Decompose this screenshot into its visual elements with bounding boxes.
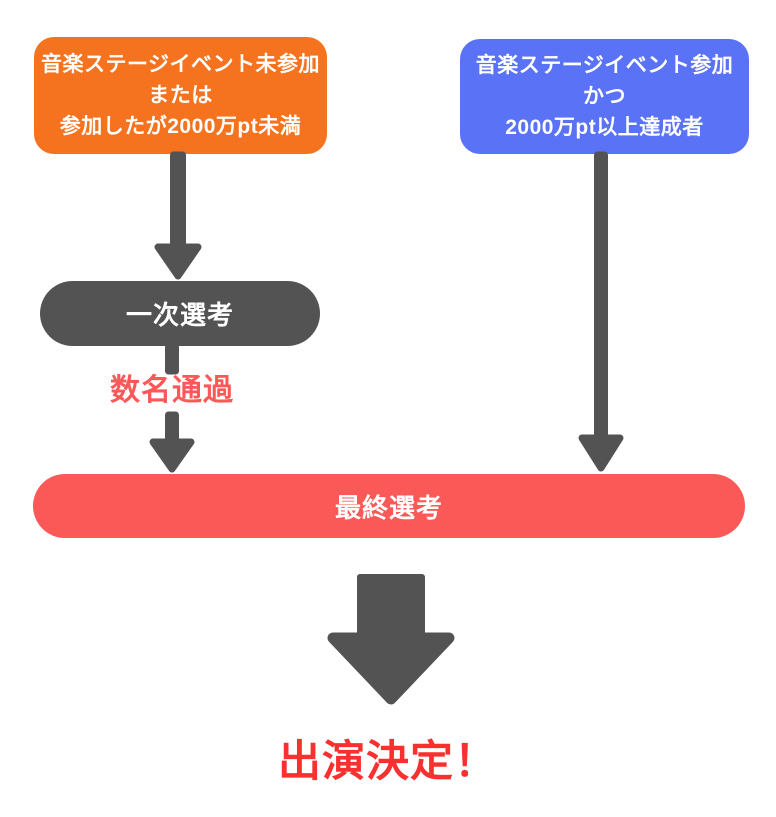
- down-arrow-icon-right: [578, 151, 624, 472]
- result-text: 出演決定！: [278, 738, 498, 786]
- down-arrow-icon-left-top: [154, 151, 202, 280]
- condition-line: 音楽ステージイベント未参加: [40, 53, 321, 76]
- condition-line: かつ: [583, 85, 626, 108]
- primary-selection-pill: 一次選考: [40, 281, 320, 346]
- pass-count-label: 数名通過: [110, 374, 234, 407]
- condition-line: 2000万pt以上達成者: [505, 116, 704, 139]
- condition-box-participated: 音楽ステージイベント参加 かつ 2000万pt以上達成者: [460, 39, 749, 154]
- primary-selection-label: 一次選考: [125, 300, 234, 330]
- condition-line: 音楽ステージイベント参加: [475, 54, 734, 77]
- final-selection-pill: 最終選考: [33, 474, 745, 538]
- condition-line: または: [148, 84, 213, 107]
- final-selection-label: 最終選考: [334, 492, 443, 523]
- down-arrow-icon-left-bottom: [149, 411, 195, 473]
- big-down-arrow-icon: [327, 574, 455, 705]
- condition-box-not-participated: 音楽ステージイベント未参加 または 参加したが2000万pt未満: [34, 37, 327, 154]
- down-arrow-stem-icon: [165, 343, 179, 375]
- condition-line: 参加したが2000万pt未満: [59, 115, 302, 138]
